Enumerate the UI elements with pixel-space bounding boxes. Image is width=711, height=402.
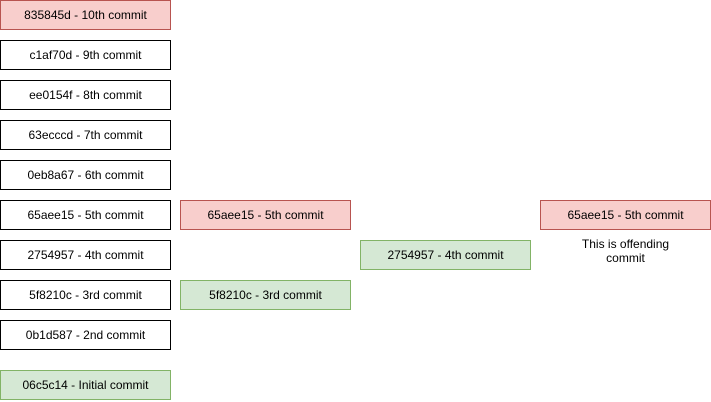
commit-label: 2754957 - 4th commit	[27, 248, 144, 262]
commit-label: 5f8210c - 3rd commit	[29, 288, 142, 302]
note-line-1: This is offending	[581, 237, 670, 251]
bisect-box-3rd-good: 5f8210c - 3rd commit	[180, 280, 351, 310]
commit-box-4th: 2754957 - 4th commit	[0, 240, 171, 270]
commit-label: 5f8210c - 3rd commit	[209, 288, 322, 302]
commit-box-2nd: 0b1d587 - 2nd commit	[0, 320, 171, 350]
commit-box-6th: 0eb8a67 - 6th commit	[0, 160, 171, 190]
commit-box-5th: 65aee15 - 5th commit	[0, 200, 171, 230]
commit-label: 0b1d587 - 2nd commit	[25, 328, 146, 342]
commit-label: 65aee15 - 5th commit	[27, 208, 144, 222]
commit-label: 65aee15 - 5th commit	[567, 208, 684, 222]
note-line-2: commit	[606, 251, 645, 265]
commit-box-8th: ee0154f - 8th commit	[0, 80, 171, 110]
commit-box-9th: c1af70d - 9th commit	[0, 40, 171, 70]
commit-box-initial: 06c5c14 - Initial commit	[0, 370, 171, 400]
commit-box-10th: 835845d - 10th commit	[0, 0, 171, 30]
commit-box-3rd: 5f8210c - 3rd commit	[0, 280, 171, 310]
commit-label: 65aee15 - 5th commit	[207, 208, 324, 222]
offending-commit-box: 65aee15 - 5th commit	[540, 200, 711, 230]
commit-label: 835845d - 10th commit	[24, 8, 147, 22]
commit-label: c1af70d - 9th commit	[29, 48, 142, 62]
bisect-box-4th-good: 2754957 - 4th commit	[360, 240, 531, 270]
commit-label: 0eb8a67 - 6th commit	[27, 168, 144, 182]
offending-commit-note: This is offending commit	[540, 237, 711, 265]
commit-label: 63ecccd - 7th commit	[28, 128, 143, 142]
commit-label: 06c5c14 - Initial commit	[22, 378, 149, 392]
commit-label: ee0154f - 8th commit	[29, 88, 142, 102]
commit-label: 2754957 - 4th commit	[387, 248, 504, 262]
bisect-box-5th-bad: 65aee15 - 5th commit	[180, 200, 351, 230]
commit-box-7th: 63ecccd - 7th commit	[0, 120, 171, 150]
